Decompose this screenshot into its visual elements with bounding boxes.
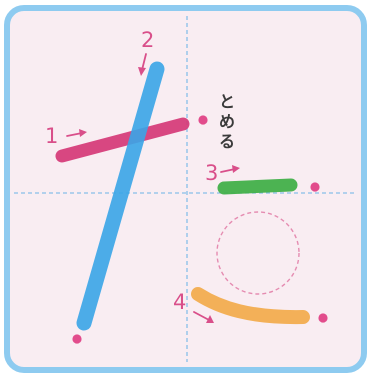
tomeru-annotation: と め る xyxy=(219,92,241,151)
stroke-order-2: 2 xyxy=(141,28,154,52)
end-dot-stroke-3 xyxy=(310,182,320,192)
stroke-1-pink xyxy=(55,117,190,163)
stroke-2-blue xyxy=(76,61,165,331)
arrow-icon-stroke-2 xyxy=(138,53,147,76)
arrow-icon-stroke-4 xyxy=(193,311,214,323)
end-dot-stroke-2 xyxy=(72,334,82,344)
end-dot-stroke-4 xyxy=(318,313,328,323)
frame-border xyxy=(4,5,367,373)
dashed-circle-guide xyxy=(216,211,300,295)
arrow-icon-stroke-1 xyxy=(66,129,87,137)
stroke-4-orange xyxy=(191,287,310,325)
stroke-order-1: 1 xyxy=(45,124,58,148)
end-dot-stroke-1 xyxy=(198,115,208,125)
stroke-order-3: 3 xyxy=(205,161,218,185)
stroke-3-green xyxy=(217,178,298,195)
arrow-icon-stroke-3 xyxy=(220,165,240,173)
stroke-order-4: 4 xyxy=(173,290,186,314)
